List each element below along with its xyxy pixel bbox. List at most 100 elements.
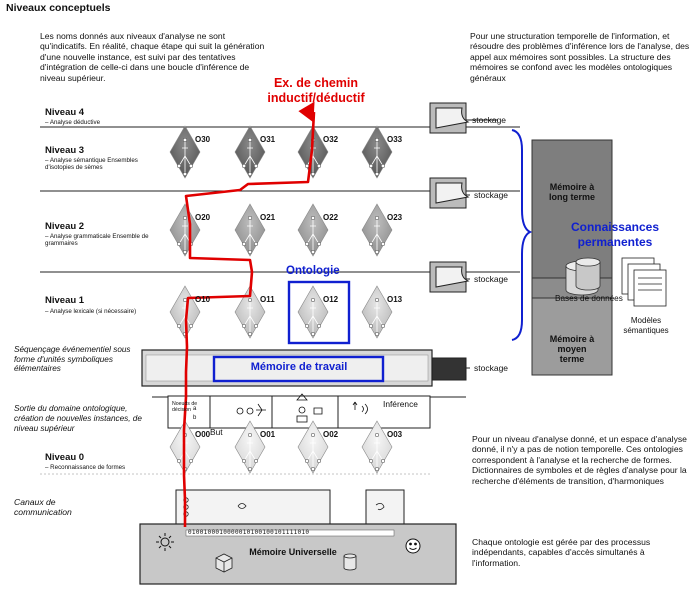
- channel-box-left: [175, 489, 331, 527]
- sun-icon: [156, 533, 174, 551]
- long-term-memory-block: [531, 139, 613, 279]
- tree-node-icon: [304, 458, 310, 464]
- tree-node-icon: [380, 163, 386, 169]
- decision-nodes-label: Noeuds de décision: [172, 401, 198, 413]
- level-3-desc: – Analyse sémantique Ensembles d'isotopi…: [45, 157, 138, 172]
- tree-node-icon: [310, 215, 316, 221]
- tree-node-icon: [247, 215, 253, 221]
- knowledge-brace: [511, 129, 533, 341]
- tree-glyph-icon: [306, 218, 320, 252]
- tree-node-icon: [188, 458, 194, 464]
- tree-node-icon: [310, 432, 316, 438]
- level-2-desc: – Analyse grammaticale Ensemble de gramm…: [45, 233, 149, 248]
- tree-node-icon: [374, 137, 380, 143]
- permanent-knowledge-label: Connaissances permanentes: [570, 220, 660, 249]
- level-3-title: Niveau 3: [45, 145, 85, 156]
- tree-node-icon: [380, 241, 386, 247]
- level-1-title: Niveau 1: [45, 295, 85, 306]
- ontology-label: O21: [260, 213, 276, 222]
- tree-node-icon: [310, 466, 316, 472]
- decision-row: [167, 395, 431, 429]
- universal-memory-label: Mémoire Universelle: [249, 547, 337, 557]
- medium-term-memory-block: [531, 297, 613, 376]
- tree-glyph-icon: [306, 435, 320, 469]
- ontology-label: O32: [323, 135, 339, 144]
- intro-text-left: Les noms donnés aux niveaux d'analyse ne…: [40, 31, 265, 83]
- storage-label-2: stockage: [474, 190, 509, 200]
- level-4-desc: – Analyse déductive: [45, 119, 101, 126]
- tree-node-icon: [176, 163, 182, 169]
- tree-node-icon: [310, 249, 316, 255]
- working-memory-label: Mémoire de travail: [250, 361, 348, 373]
- tree-node-icon: [247, 297, 253, 303]
- svg-text:b: b: [193, 415, 197, 421]
- ontology-highlight: [287, 280, 351, 345]
- tree-node-icon: [176, 323, 182, 329]
- tree-node-icon: [182, 215, 188, 221]
- storage-tabs: [429, 102, 470, 381]
- tree-glyph-icon: [243, 435, 257, 469]
- tree-node-icon: [241, 458, 247, 464]
- tree-glyph-icon: [243, 300, 257, 334]
- intro-text-right: Pour une structuration temporelle de l'i…: [470, 31, 690, 83]
- channel-box-right: [365, 489, 405, 527]
- tree-node-icon: [182, 249, 188, 255]
- tree-node-icon: [241, 323, 247, 329]
- ontology-label: O00: [195, 430, 211, 439]
- working-memory-highlight: [212, 355, 385, 383]
- inductive-deductive-path: [182, 101, 316, 527]
- database-icon: [565, 257, 601, 296]
- tree-glyph-icon: [370, 300, 384, 334]
- tree-glyph-icon: [178, 140, 192, 174]
- tree-node-icon: [253, 163, 259, 169]
- level-2-title: Niveau 2: [45, 221, 85, 232]
- channel-icon-right: [375, 503, 385, 511]
- tree-glyph-icon: [370, 218, 384, 252]
- ontology-label: Ontologie: [286, 265, 340, 277]
- tree-node-icon: [374, 331, 380, 337]
- ontology-label: O12: [323, 295, 339, 304]
- tree-node-icon: [176, 241, 182, 247]
- tree-node-icon: [374, 215, 380, 221]
- tree-node-icon: [380, 323, 386, 329]
- tree-node-icon: [241, 241, 247, 247]
- tree-glyph-icon: [370, 140, 384, 174]
- ontology-label: O22: [323, 213, 339, 222]
- tree-node-icon: [316, 458, 322, 464]
- tree-node-icon: [188, 163, 194, 169]
- tree-node-icon: [368, 458, 374, 464]
- tree-node-icon: [247, 171, 253, 177]
- page-title: Niveaux conceptuels: [6, 2, 111, 14]
- tree-node-icon: [368, 241, 374, 247]
- tree-node-icon: [374, 466, 380, 472]
- ontology-label: O23: [387, 213, 403, 222]
- storage-label-3: stockage: [474, 274, 509, 284]
- level-4-title: Niveau 4: [45, 107, 85, 118]
- storage-connectors: [466, 119, 498, 369]
- tree-node-icon: [316, 163, 322, 169]
- medium-term-memory-label: Mémoire à moyen terme: [549, 334, 595, 364]
- level-0-desc: – Reconnaissance de formes: [45, 464, 126, 471]
- path-label: Ex. de chemin inductif/déductif: [267, 76, 365, 105]
- ontology-label: O30: [195, 135, 211, 144]
- sequencing-label: Séquençage événementiel sous forme d'uni…: [14, 345, 131, 374]
- tree-node-icon: [188, 323, 194, 329]
- goal-label: But: [210, 427, 223, 437]
- storage-label-4: stockage: [474, 363, 509, 373]
- tree-glyph-icon: [243, 140, 257, 174]
- ontology-label: O03: [387, 430, 403, 439]
- tree-node-icon: [316, 241, 322, 247]
- level-1-desc: – Analyse lexicale (si nécessaire): [45, 308, 137, 315]
- tree-node-icon: [374, 249, 380, 255]
- tree-glyph-icon: [306, 300, 320, 334]
- tree-node-icon: [368, 323, 374, 329]
- ontology-label: O10: [195, 295, 211, 304]
- tree-node-icon: [253, 323, 259, 329]
- tree-node-icon: [241, 163, 247, 169]
- tree-node-icon: [304, 163, 310, 169]
- tree-node-icon: [316, 323, 322, 329]
- tree-node-icon: [247, 249, 253, 255]
- tree-node-icon: [253, 458, 259, 464]
- domain-exit-label: Sortie du domaine ontologique, création …: [14, 404, 142, 433]
